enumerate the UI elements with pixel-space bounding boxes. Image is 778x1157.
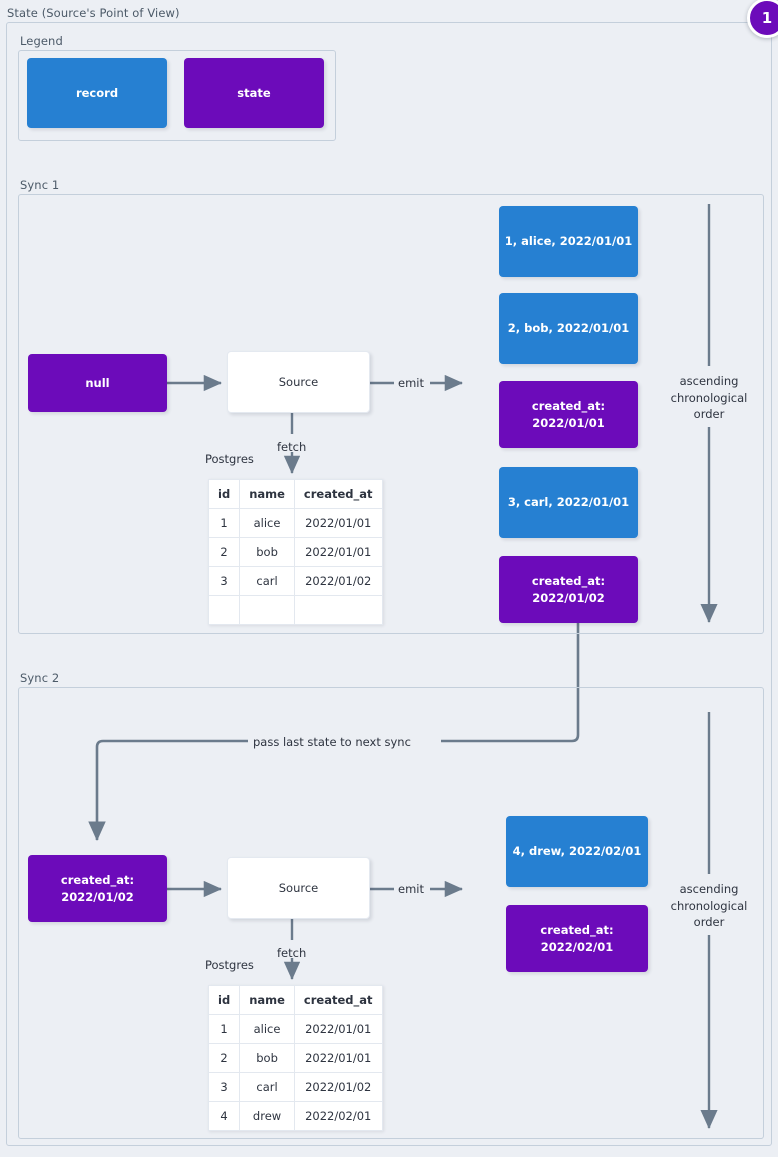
legend-swatch-record-label: record [75, 85, 119, 100]
sync1-emitted-record-1: 1, alice, 2022/01/01 [499, 206, 638, 277]
cell-name: alice [239, 1014, 295, 1044]
cell-name [239, 595, 295, 625]
sync2-source-label: Source [278, 880, 319, 895]
cell-name: bob [239, 537, 295, 567]
cell-name: carl [239, 566, 295, 596]
table-row: 1 alice 2022/01/01 [207, 508, 383, 538]
sync2-source-node: Source [227, 857, 370, 919]
legend-label: Legend [20, 34, 63, 48]
sync1-source-node: Source [227, 351, 370, 413]
sync2-col-name: name [239, 985, 295, 1015]
cell-id: 2 [207, 1043, 241, 1073]
root-frame [6, 22, 772, 1146]
sync1-input-state-label: null [85, 375, 110, 390]
sync1-db-label: Postgres [205, 452, 254, 466]
sync2-pass-state-label: pass last state to next sync [253, 735, 411, 749]
cell-id: 3 [207, 1072, 241, 1102]
table-row: 2 bob 2022/01/01 [207, 537, 383, 567]
sync2-col-created-at: created_at [293, 985, 383, 1015]
cell-id: 1 [207, 508, 241, 538]
sync2-emitted-state-1: created_at: 2022/02/01 [506, 905, 648, 972]
cell-name: alice [239, 508, 295, 538]
step-badge[interactable]: 1 [747, 0, 778, 38]
sync2-db-label: Postgres [205, 958, 254, 972]
cell-created-at: 2022/01/02 [293, 566, 383, 596]
cell-id: 2 [207, 537, 241, 567]
sync1-emitted-state-2-line1: created_at: [531, 573, 606, 588]
sync1-emitted-state-2-line2: 2022/01/02 [532, 590, 605, 605]
sync1-emitted-record-2: 2, bob, 2022/01/01 [499, 293, 638, 364]
step-badge-label: 1 [761, 9, 773, 27]
sync1-emit-label: emit [398, 376, 424, 390]
table-header-row: id name created_at [207, 985, 383, 1015]
sync1-emitted-record-3: 3, carl, 2022/01/01 [499, 467, 638, 538]
table-row: 3 carl 2022/01/02 [207, 1072, 383, 1102]
table-row: 1 alice 2022/01/01 [207, 1014, 383, 1044]
sync1-emitted-state-1-line2: 2022/01/01 [532, 415, 605, 430]
sync2-frame [18, 687, 764, 1139]
sync1-col-name: name [239, 479, 295, 509]
cell-created-at: 2022/01/01 [293, 1014, 383, 1044]
sync1-emitted-state-1-line1: created_at: [531, 398, 606, 413]
cell-created-at [293, 595, 383, 625]
cell-created-at: 2022/02/01 [293, 1101, 383, 1131]
sync2-order-label: ascending chronological order [670, 882, 748, 930]
sync2-emitted-state-1-line2: 2022/02/01 [540, 939, 614, 954]
sync2-col-id: id [207, 985, 241, 1015]
cell-created-at: 2022/01/01 [293, 508, 383, 538]
sync1-col-id: id [207, 479, 241, 509]
legend-frame [18, 50, 336, 141]
sync1-emitted-state-1: created_at: 2022/01/01 [499, 381, 638, 448]
cell-name: bob [239, 1043, 295, 1073]
sync1-emitted-record-3-label: 3, carl, 2022/01/01 [507, 495, 630, 510]
cell-name: carl [239, 1072, 295, 1102]
legend-swatch-state: state [184, 58, 324, 128]
sync2-emitted-state-1-line1: created_at: [540, 922, 614, 937]
cell-created-at: 2022/01/01 [293, 1043, 383, 1073]
sync1-source-label: Source [278, 374, 319, 389]
sync2-emitted-record-1-label: 4, drew, 2022/02/01 [512, 844, 642, 859]
sync1-table: id name created_at 1 alice 2022/01/01 2 … [207, 479, 383, 625]
table-header-row: id name created_at [207, 479, 383, 509]
sync2-fetch-label: fetch [277, 946, 307, 960]
cell-name: drew [239, 1101, 295, 1131]
table-row: 4 drew 2022/02/01 [207, 1101, 383, 1131]
cell-created-at: 2022/01/01 [293, 537, 383, 567]
sync2-input-state: created_at: 2022/01/02 [28, 855, 167, 922]
sync2-input-state-line1: created_at: [60, 872, 135, 887]
sync1-frame [18, 194, 764, 634]
cell-id: 4 [207, 1101, 241, 1131]
sync2-label: Sync 2 [20, 671, 60, 685]
cell-id [207, 595, 241, 625]
table-row-empty [207, 595, 383, 625]
sync1-emitted-record-1-label: 1, alice, 2022/01/01 [504, 234, 633, 249]
sync1-emitted-record-2-label: 2, bob, 2022/01/01 [507, 321, 630, 336]
table-row: 3 carl 2022/01/02 [207, 566, 383, 596]
cell-id: 3 [207, 566, 241, 596]
sync1-order-label: ascending chronological order [670, 374, 748, 422]
table-row: 2 bob 2022/01/01 [207, 1043, 383, 1073]
legend-swatch-record: record [27, 58, 167, 128]
sync1-emitted-state-2: created_at: 2022/01/02 [499, 556, 638, 623]
sync2-emitted-record-1: 4, drew, 2022/02/01 [506, 816, 648, 887]
cell-created-at: 2022/01/02 [293, 1072, 383, 1102]
page-title: State (Source's Point of View) [7, 6, 180, 20]
sync1-label: Sync 1 [20, 178, 60, 192]
legend-swatch-state-label: state [237, 85, 271, 100]
cell-id: 1 [207, 1014, 241, 1044]
sync2-emit-label: emit [398, 882, 424, 896]
sync1-col-created-at: created_at [293, 479, 383, 509]
sync1-fetch-label: fetch [277, 440, 307, 454]
sync2-input-state-line2: 2022/01/02 [61, 889, 134, 904]
sync1-input-state: null [28, 354, 167, 412]
sync2-table: id name created_at 1 alice 2022/01/01 2 … [207, 985, 383, 1131]
